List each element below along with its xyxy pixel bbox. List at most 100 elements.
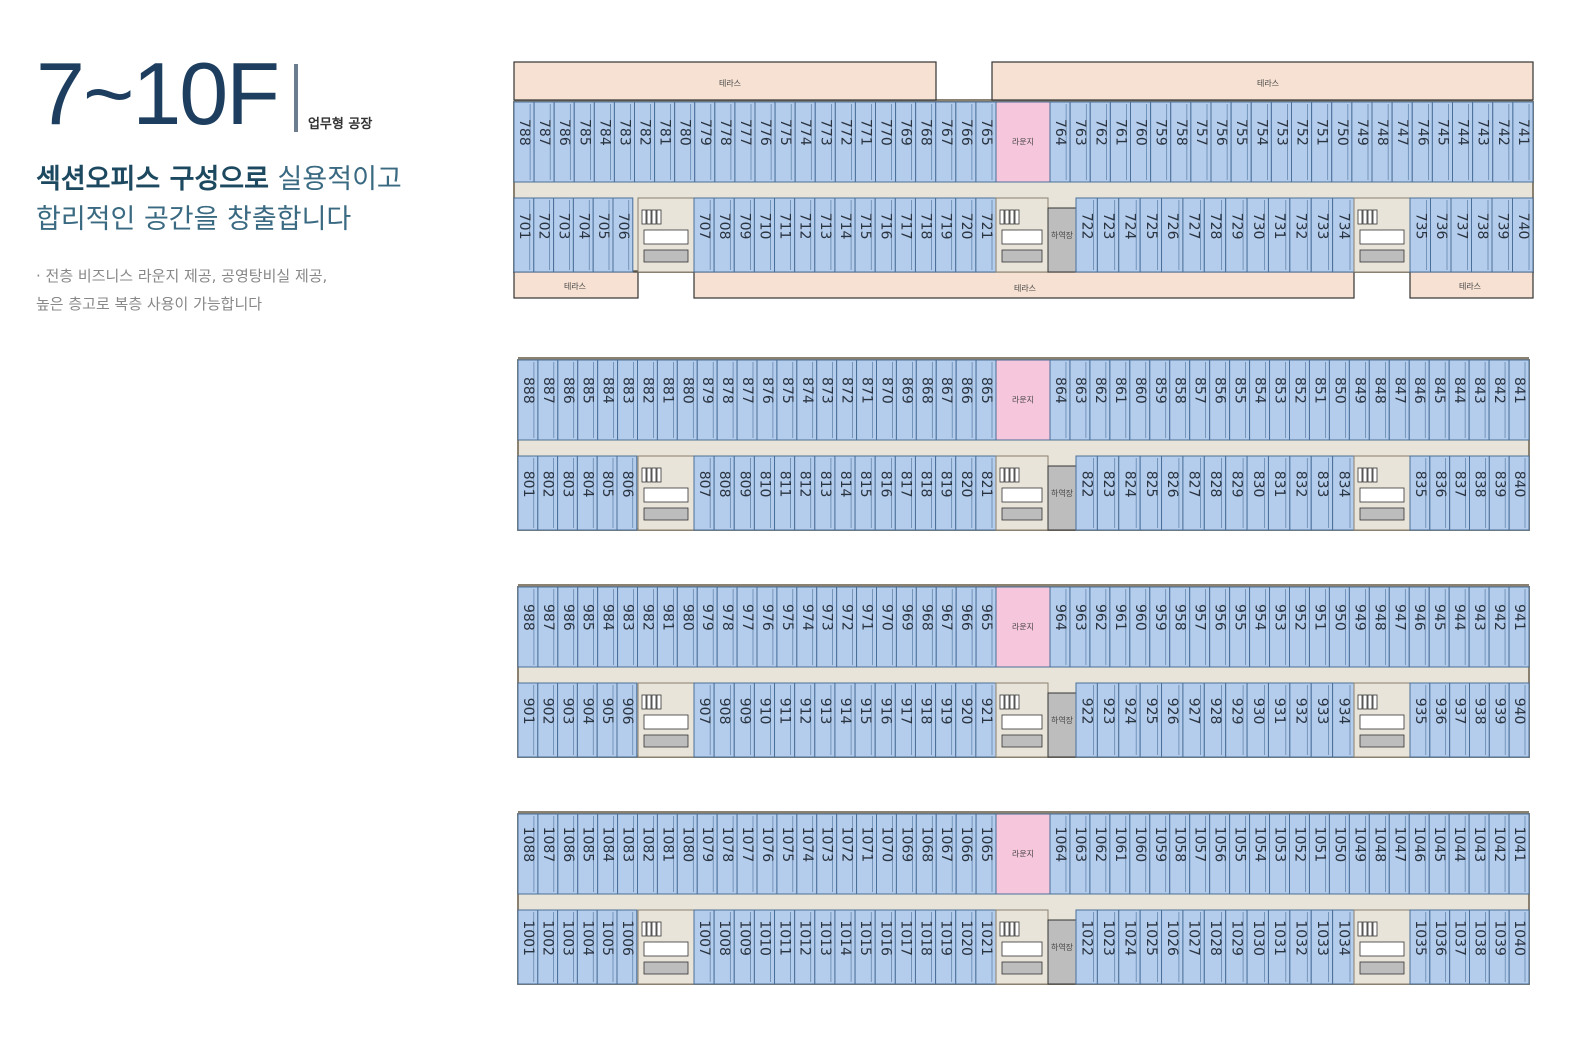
unit-number: 1043 [1471, 827, 1487, 863]
unit-number: 915 [857, 698, 873, 725]
terrace-label: 테라스 [1459, 282, 1481, 291]
unit-number: 725 [1143, 213, 1159, 240]
terrace-label: 테라스 [1257, 79, 1279, 88]
unit-number: 724 [1121, 213, 1137, 240]
unit-number: 878 [719, 377, 735, 404]
top-wall [514, 99, 1533, 103]
unit-number: 747 [1394, 119, 1410, 146]
unit-number: 1012 [797, 920, 813, 956]
unit-number: 836 [1432, 471, 1448, 498]
unit-number: 1027 [1186, 920, 1202, 956]
unit-number: 943 [1471, 604, 1487, 631]
unit-number: 861 [1112, 377, 1128, 404]
note-line-2: 높은 층고로 복층 사용이 가능합니다 [36, 295, 263, 313]
stair-step [1004, 694, 1010, 710]
unit-number: 940 [1511, 698, 1527, 725]
unit-number: 767 [938, 119, 954, 146]
unit-number: 827 [1186, 471, 1202, 498]
unit-number: 961 [1112, 604, 1128, 631]
unit-number: 1051 [1311, 827, 1327, 863]
unit-number: 927 [1186, 698, 1202, 725]
stair-step [646, 467, 652, 483]
unit-number: 845 [1431, 377, 1447, 404]
unit-number: 1038 [1471, 920, 1487, 956]
unit-number: 839 [1491, 471, 1507, 498]
unit-number: 775 [777, 119, 793, 146]
unit-number: 885 [580, 377, 596, 404]
unit-number: 956 [1212, 604, 1228, 631]
unit-number: 963 [1072, 604, 1088, 631]
unit-number: 1034 [1335, 920, 1351, 956]
unit-number: 711 [777, 213, 793, 240]
unit-number: 850 [1331, 377, 1347, 404]
unit-number: 1018 [918, 920, 934, 956]
unit-cell [1508, 813, 1530, 895]
unit-number: 874 [799, 377, 815, 404]
unit-number: 730 [1250, 213, 1266, 240]
unit-number: 814 [837, 471, 853, 498]
loading-dock-label: 하역장 [1051, 230, 1074, 240]
unit-number: 831 [1271, 471, 1287, 498]
unit-number: 758 [1173, 119, 1189, 146]
unit-number: 748 [1374, 119, 1390, 146]
stair-step [1009, 921, 1015, 937]
unit-number: 1077 [739, 827, 755, 863]
unit-number: 1021 [978, 920, 994, 956]
unit-number: 1015 [857, 920, 873, 956]
stair-step [1367, 467, 1373, 483]
unit-number: 1026 [1164, 920, 1180, 956]
unit-number: 709 [736, 213, 752, 240]
unit-number: 743 [1475, 119, 1491, 146]
unit-number: 988 [520, 604, 536, 631]
unit-number: 771 [857, 119, 873, 146]
unit-number: 818 [918, 471, 934, 498]
stair-step [1367, 209, 1373, 225]
unit-number: 815 [857, 471, 873, 498]
unit-number: 864 [1052, 377, 1068, 404]
unit-number: 844 [1451, 377, 1467, 404]
unit-number: 823 [1100, 471, 1116, 498]
unit-number: 807 [696, 471, 712, 498]
unit-number: 913 [817, 698, 833, 725]
unit-number: 768 [918, 119, 934, 146]
unit-number: 738 [1474, 213, 1490, 240]
unit-number: 710 [756, 213, 772, 240]
unit-number: 1030 [1250, 920, 1266, 956]
unit-cell [616, 455, 638, 531]
unit-number: 828 [1207, 471, 1223, 498]
floor-title: 7~10F [36, 44, 280, 143]
restroom [1359, 941, 1405, 957]
unit-number: 1033 [1314, 920, 1330, 956]
unit-number: 929 [1228, 698, 1244, 725]
unit-number: 1024 [1121, 920, 1137, 956]
unit-number: 1023 [1100, 920, 1116, 956]
unit-number: 932 [1293, 698, 1309, 725]
unit-number: 785 [576, 119, 592, 146]
unit-number: 761 [1112, 119, 1128, 146]
unit-number: 715 [857, 213, 873, 240]
unit-number: 918 [918, 698, 934, 725]
unit-number: 1008 [716, 920, 732, 956]
unit-number: 886 [560, 377, 576, 404]
unit-number: 802 [540, 471, 556, 498]
unit-number: 883 [620, 377, 636, 404]
stair-step [1357, 694, 1363, 710]
unit-number: 838 [1471, 471, 1487, 498]
unit-number: 1035 [1412, 920, 1428, 956]
unit-number: 911 [777, 698, 793, 725]
unit-number: 1046 [1411, 827, 1427, 863]
unit-number: 951 [1311, 604, 1327, 631]
unit-number: 787 [536, 119, 552, 146]
unit-number: 919 [938, 698, 954, 725]
unit-cell [1508, 359, 1530, 441]
unit-number: 931 [1271, 698, 1287, 725]
stair-step [1357, 921, 1363, 937]
unit-number: 870 [878, 377, 894, 404]
unit-number: 1007 [696, 920, 712, 956]
unit-number: 971 [859, 604, 875, 631]
stair-step [651, 694, 657, 710]
unit-number: 979 [699, 604, 715, 631]
unit-number: 856 [1212, 377, 1228, 404]
unit-number: 1048 [1371, 827, 1387, 863]
